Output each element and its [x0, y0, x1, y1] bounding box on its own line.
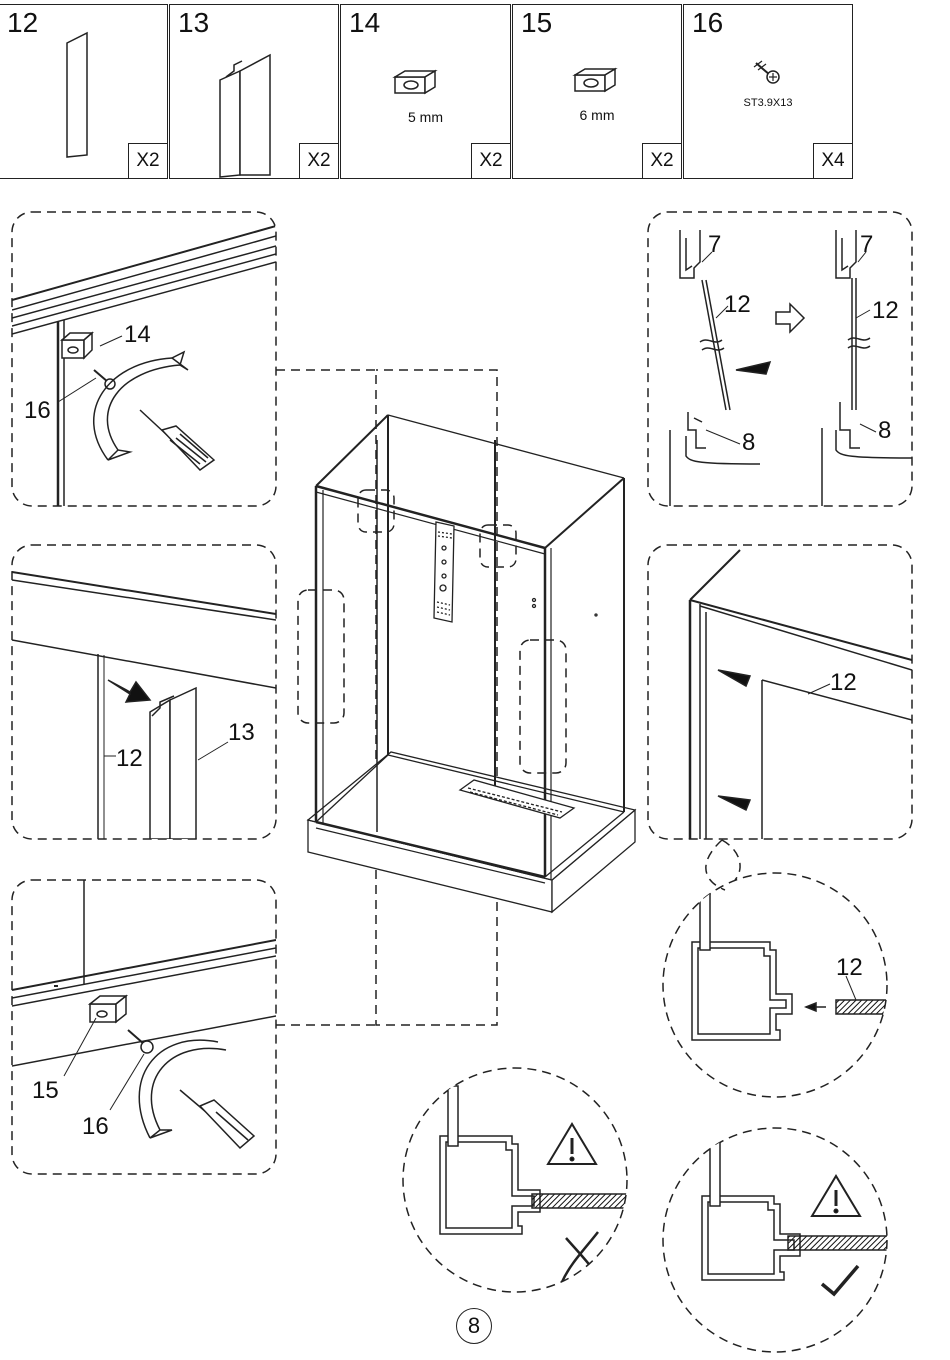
- shower-cabin-drawing: [308, 415, 635, 912]
- callout-label: 13: [228, 719, 255, 746]
- callout-label: 15: [32, 1077, 59, 1104]
- callout-label: 12: [116, 745, 143, 772]
- detail-bracket-15: [12, 880, 276, 1148]
- detail-glass-insertion: [670, 230, 912, 506]
- detail-profile-13: [12, 572, 276, 839]
- callout-label: 12: [830, 669, 857, 696]
- detail-panel-frame: [648, 545, 912, 839]
- callout-label: 14: [124, 321, 151, 348]
- detail-glass-edge: [690, 550, 912, 839]
- callout-label: 12: [724, 291, 751, 318]
- callout-label: 7: [708, 231, 721, 258]
- wrong-installation-detail: [440, 1086, 632, 1286]
- callout-label: 7: [860, 231, 873, 258]
- correct-installation-detail: [702, 1130, 888, 1294]
- detail-bracket-14: [12, 226, 276, 506]
- callout-label: 16: [24, 397, 51, 424]
- page-number: 8: [456, 1308, 492, 1344]
- callout-label: 16: [82, 1113, 109, 1140]
- profile-cross-section: [692, 870, 896, 1040]
- callout-label: 12: [836, 954, 863, 981]
- callout-label: 12: [872, 297, 899, 324]
- callout-label: 8: [742, 429, 755, 456]
- callout-label: 8: [878, 417, 891, 444]
